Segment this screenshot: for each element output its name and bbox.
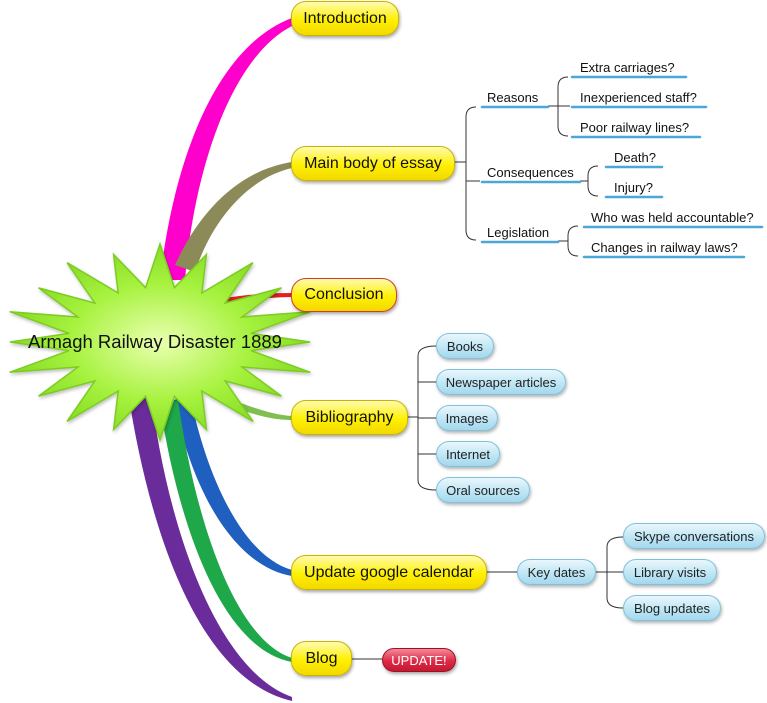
reason-poor-railway-lines[interactable]: Poor railway lines?	[580, 120, 690, 135]
legislation-accountable[interactable]: Who was held accountable?	[591, 210, 754, 225]
bibliography-connectors	[408, 345, 437, 491]
calendar-skype-conversations[interactable]: Skype conversations	[623, 523, 765, 549]
bibliography-internet[interactable]: Internet	[436, 441, 500, 467]
blog-update-badge[interactable]: UPDATE!	[382, 648, 456, 672]
topic-conclusion[interactable]: Conclusion	[291, 278, 397, 312]
branch-main-body	[175, 162, 292, 272]
subtopic-consequences[interactable]: Consequences	[487, 165, 574, 180]
subtopic-reasons[interactable]: Reasons	[487, 90, 539, 105]
topic-update-calendar[interactable]: Update google calendar	[291, 555, 487, 590]
reason-extra-carriages[interactable]: Extra carriages?	[580, 60, 675, 75]
bibliography-images[interactable]: Images	[436, 405, 498, 431]
topic-bibliography[interactable]: Bibliography	[291, 400, 408, 435]
branch-blog-green	[160, 400, 292, 662]
branch-calendar	[174, 395, 292, 576]
bibliography-oral-sources[interactable]: Oral sources	[436, 477, 530, 503]
branch-bibliography	[236, 402, 292, 420]
consequence-death[interactable]: Death?	[614, 150, 656, 165]
bibliography-books[interactable]: Books	[436, 333, 494, 359]
topic-main-body[interactable]: Main body of essay	[291, 146, 455, 181]
central-starburst[interactable]	[9, 241, 311, 443]
calendar-connectors	[487, 536, 624, 609]
reason-inexperienced-staff[interactable]: Inexperienced staff?	[580, 90, 697, 105]
calendar-library-visits[interactable]: Library visits	[623, 559, 717, 585]
branch-blog-purple	[128, 385, 292, 701]
underline-set	[480, 75, 764, 259]
branch-introduction	[160, 18, 292, 280]
bibliography-newspaper-articles[interactable]: Newspaper articles	[436, 369, 566, 395]
calendar-blog-updates[interactable]: Blog updates	[623, 595, 721, 621]
main-body-connectors	[455, 76, 599, 257]
central-topic-label: Armagh Railway Disaster 1889	[28, 331, 282, 352]
topic-introduction[interactable]: Introduction	[291, 1, 399, 36]
calendar-key-dates[interactable]: Key dates	[517, 559, 596, 585]
subtopic-legislation[interactable]: Legislation	[487, 225, 550, 240]
legislation-railway-laws[interactable]: Changes in railway laws?	[591, 240, 738, 255]
topic-blog[interactable]: Blog	[291, 641, 352, 676]
consequence-injury[interactable]: Injury?	[614, 180, 654, 195]
